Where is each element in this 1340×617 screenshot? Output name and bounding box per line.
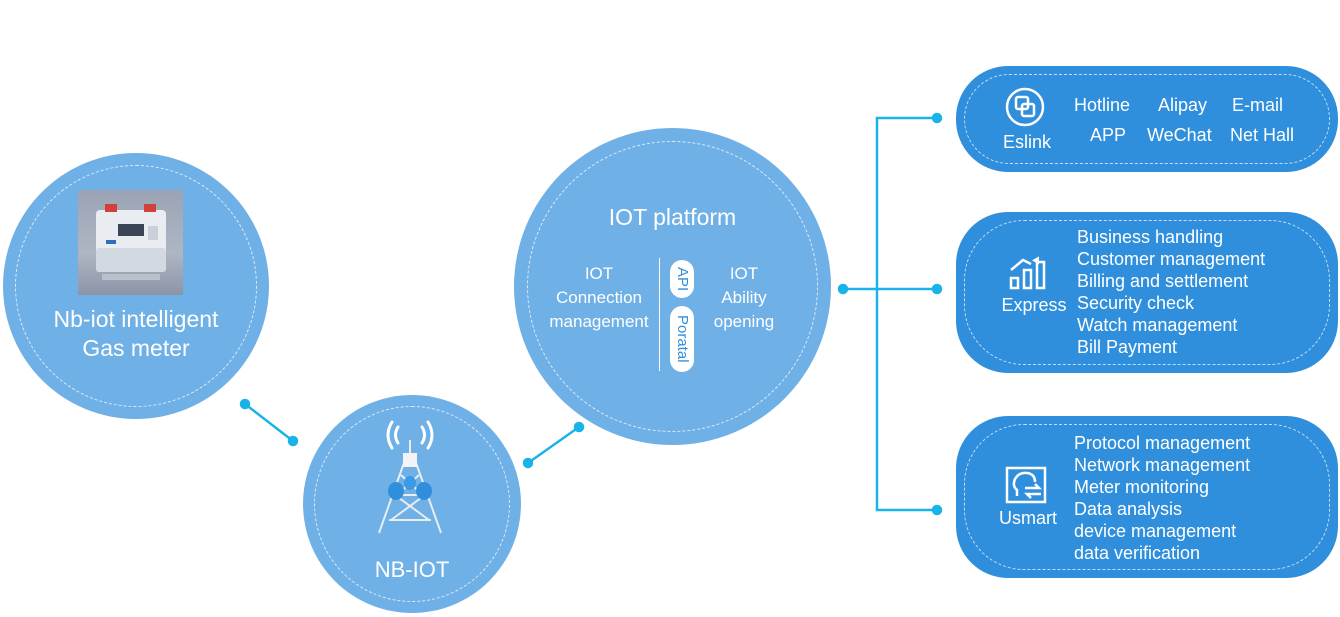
connector-bracket — [875, 116, 937, 512]
express-item: Business handling — [1077, 227, 1224, 247]
usmart-item: data verification — [1074, 543, 1201, 563]
iot-ability-line3: opening — [713, 312, 775, 331]
eslink-logo-icon — [1005, 87, 1045, 127]
connector-nbiot-platform — [527, 425, 580, 465]
usmart-item: Meter monitoring — [1074, 477, 1210, 497]
gas-meter-photo — [78, 190, 183, 295]
eslink-card — [956, 66, 1338, 172]
iot-connection-line1: IOT — [584, 264, 614, 283]
gas-meter-title-line1: Nb-iot intelligent — [53, 306, 219, 332]
connector-dot — [573, 421, 585, 433]
smart-head-icon — [1005, 466, 1047, 504]
nbiot-label: NB-IOT — [374, 557, 450, 582]
iot-ability-line1: IOT — [729, 264, 759, 283]
eslink-item: Net Hall — [1230, 125, 1295, 145]
express-name: Express — [1001, 295, 1067, 315]
express-item: Billing and settlement — [1077, 271, 1249, 291]
connector-dot — [931, 112, 943, 124]
connector-dot — [239, 398, 251, 410]
eslink-item: Hotline — [1074, 95, 1131, 115]
eslink-item: WeChat — [1147, 125, 1212, 145]
iot-connection-line2: Connection — [555, 288, 642, 307]
express-item: Watch management — [1077, 315, 1238, 335]
usmart-item: Protocol management — [1074, 433, 1251, 453]
eslink-name: Eslink — [1002, 132, 1051, 152]
express-item: Security check — [1077, 293, 1195, 313]
express-item: Customer management — [1077, 249, 1266, 269]
connector-dot — [931, 504, 943, 516]
usmart-item: Network management — [1074, 455, 1251, 475]
eslink-item: APP — [1090, 125, 1127, 145]
usmart-item: device management — [1074, 521, 1237, 541]
iot-platform-title: IOT platform — [608, 204, 737, 230]
signal-tower-icon — [378, 420, 442, 534]
usmart-card — [956, 416, 1338, 578]
eslink-item: E-mail — [1232, 95, 1284, 115]
iot-platform-node — [514, 128, 831, 445]
connector-dot — [837, 283, 849, 295]
eslink-item: Alipay — [1158, 95, 1208, 115]
usmart-name: Usmart — [999, 508, 1057, 528]
connector-dot — [522, 457, 534, 469]
connector-dot — [287, 435, 299, 447]
growth-chart-icon — [1009, 256, 1046, 290]
api-badge: API — [670, 260, 694, 298]
express-item: Bill Payment — [1077, 337, 1178, 357]
portal-badge: Poratal — [670, 306, 694, 372]
platform-divider — [659, 258, 660, 371]
connector-dot — [931, 283, 943, 295]
connector-meter-nbiot — [244, 403, 294, 442]
gas-meter-title-line2: Gas meter — [82, 335, 190, 361]
iot-connection-line3: management — [549, 312, 649, 331]
iot-ability-line2: Ability — [721, 288, 767, 307]
usmart-item: Data analysis — [1074, 499, 1183, 519]
express-card — [956, 212, 1338, 373]
